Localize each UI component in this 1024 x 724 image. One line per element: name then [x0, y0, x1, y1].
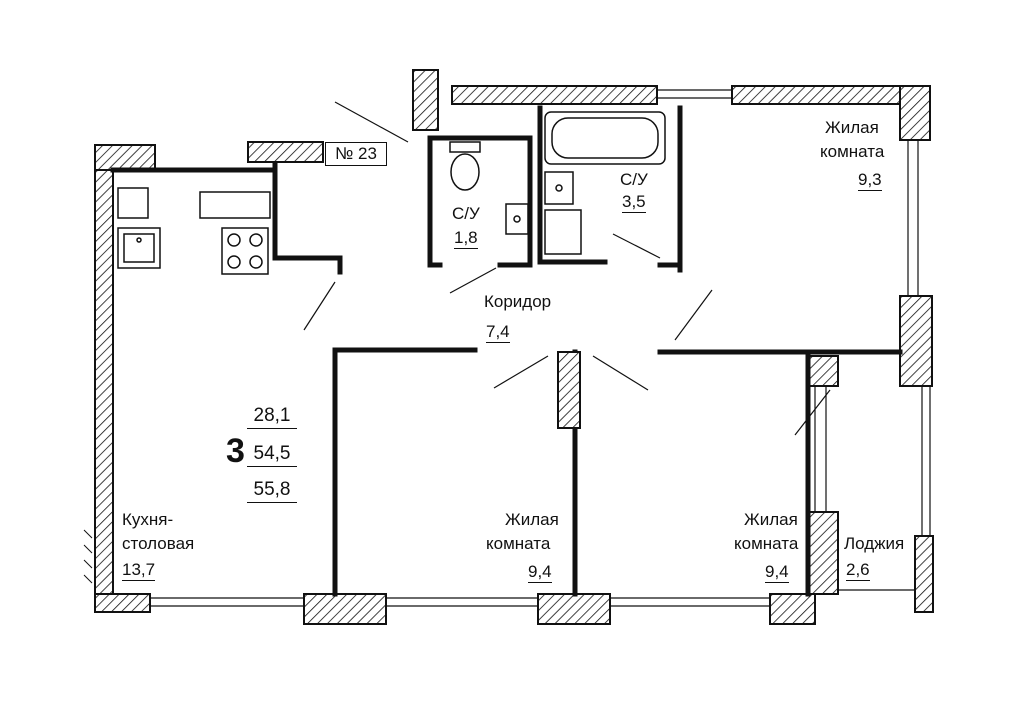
living-top-right-name-line1: Жилая — [825, 118, 879, 137]
living-middle-name-line1: Жилая — [505, 510, 559, 529]
exterior-walls — [94, 69, 934, 625]
bath-small-name: С/У — [452, 204, 480, 223]
corridor-name: Коридор — [484, 292, 552, 311]
living-area-value: 28,1 — [247, 404, 297, 429]
living-top-right-name-line2: комната — [820, 142, 885, 161]
door-swings — [303, 101, 831, 436]
living-top-right-area: 9,3 — [858, 170, 882, 191]
bath-large-area: 3,5 — [622, 192, 646, 213]
kitchen-name-line2: столовая — [122, 534, 195, 553]
bath-large-name: С/У — [620, 170, 648, 189]
living-middle-name-line2: комната — [486, 534, 551, 553]
corridor-area: 7,4 — [486, 322, 510, 343]
loggia-area: 2,6 — [846, 560, 870, 581]
bath-small-area: 1,8 — [454, 228, 478, 249]
wall-ticks — [83, 529, 93, 584]
living-bottom-right-name-line2: комната — [734, 534, 799, 553]
column — [557, 351, 581, 429]
apartment-number-badge: № 23 — [325, 142, 387, 166]
loggia-name: Лоджия — [844, 534, 905, 553]
living-bottom-right-name-line1: Жилая — [744, 510, 798, 529]
kitchen-fixtures — [117, 187, 271, 275]
kitchen-area: 13,7 — [122, 560, 156, 581]
interior-walls — [110, 105, 903, 597]
total-area-value: 55,8 — [247, 478, 297, 503]
living-bottom-right-area: 9,4 — [765, 562, 789, 583]
rooms-count: 3 — [226, 432, 245, 470]
windows — [150, 89, 931, 607]
kitchen-name-line1: Кухня- — [122, 510, 174, 529]
bathroom-fixtures — [449, 111, 666, 255]
area-without-loggia-value: 54,5 — [247, 442, 297, 467]
living-middle-area: 9,4 — [528, 562, 552, 583]
